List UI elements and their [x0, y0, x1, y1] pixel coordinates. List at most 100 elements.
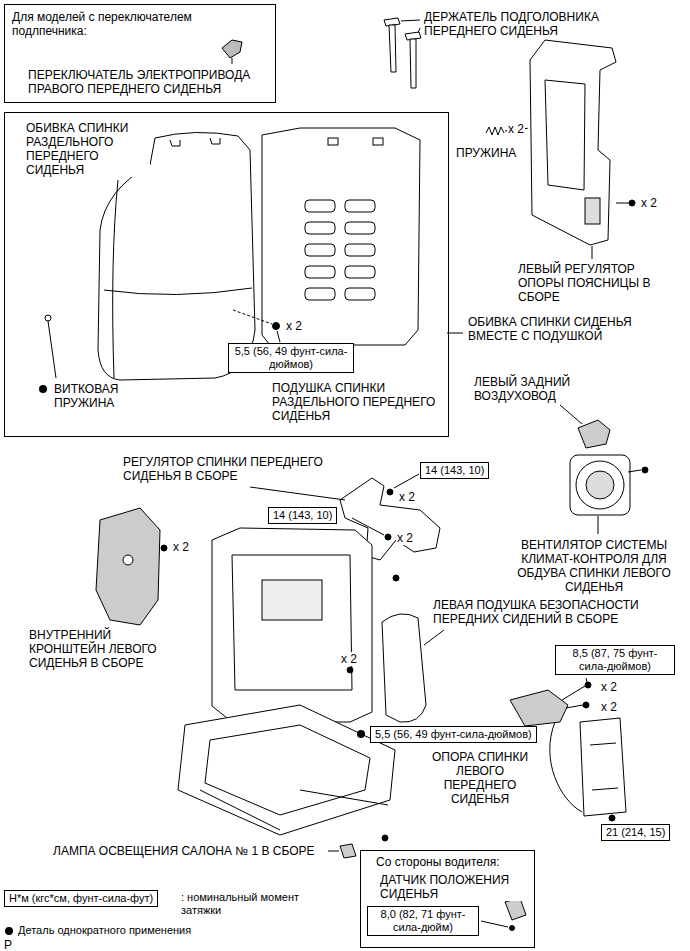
- part-label: ОПОРА СПИНКИ ЛЕВОГО ПЕРЕДНЕГО СИДЕНЬЯ: [425, 750, 535, 806]
- bolt: [609, 815, 615, 821]
- part-label: x 2: [396, 531, 414, 545]
- leader-line: [616, 203, 629, 204]
- text-slot: x 2: [600, 680, 618, 694]
- part-label: ДЕРЖАТЕЛЬ ПОДГОЛОВНИКА ПЕРЕДНЕГО СИДЕНЬЯ: [423, 10, 613, 38]
- text-slot: ОБИВКА СПИНКИ РАЗДЕЛЬНОГО ПЕРЕДНЕГО СИДЕ…: [25, 121, 150, 177]
- screw: [629, 200, 635, 206]
- part-label: P: [3, 938, 13, 951]
- part-label: ЛАМПА ОСВЕЩЕНИЯ САЛОНА № 1 В СБОРЕ: [52, 844, 316, 858]
- clip: [273, 323, 280, 330]
- pad-slot: [345, 266, 375, 278]
- part-label: Для моделей с переключателем подлпечника…: [11, 10, 221, 38]
- pad-slot: [305, 222, 335, 234]
- text-slot: x 2: [507, 122, 525, 136]
- leader-line: [250, 487, 345, 500]
- leader-line: [277, 331, 280, 342]
- seat-back-frame: [232, 555, 352, 690]
- leader-line: [447, 333, 463, 334]
- bolt: [393, 575, 399, 581]
- screw: [642, 467, 648, 473]
- air-duct: [578, 420, 610, 448]
- spring-symbol: [486, 127, 504, 135]
- cover-tab: [170, 140, 180, 146]
- cover-tab: [210, 138, 220, 144]
- text-slot: Со стороны водителя:: [375, 855, 500, 869]
- pad-slot: [345, 288, 375, 300]
- bracket-hole: [123, 555, 133, 565]
- bolt: [385, 534, 391, 540]
- text-slot: x 2: [398, 490, 416, 504]
- text-slot: x 2: [600, 700, 618, 714]
- pad-hole: [373, 138, 383, 145]
- headrest-support: [389, 25, 396, 72]
- lumbar-frame: [545, 80, 585, 190]
- text-slot: ВНУТРЕННИЙ КРОНШТЕЙН ЛЕВОГО СИДЕНЬЯ В СБ…: [28, 628, 168, 670]
- pad-slot: [305, 244, 335, 256]
- pad-slot: [345, 200, 375, 212]
- torque-value: 14 (143, 10): [269, 508, 336, 523]
- cable: [550, 722, 582, 812]
- part-label: x 2: [507, 122, 525, 136]
- group-box: Со стороны водителя:ДАТЧИК ПОЛОЖЕНИЯ СИД…: [360, 850, 535, 948]
- part-label: ЛЕВЫЙ РЕГУЛЯТОР ОПОРЫ ПОЯСНИЦЫ В СБОРЕ: [517, 262, 657, 304]
- pad-slot: [305, 200, 335, 212]
- screw: [382, 835, 388, 841]
- screw: [510, 926, 515, 931]
- interior-lamp: [340, 844, 356, 858]
- leader-line: [598, 516, 599, 534]
- part-label: Со стороны водителя:: [375, 855, 500, 869]
- part-label: ВИТКОВАЯ ПРУЖИНА: [53, 382, 148, 410]
- torque-value: 8,5 (87, 75 фунт-сила-дюймов): [556, 646, 674, 674]
- leader-line: [586, 678, 587, 682]
- single-use-mark: [5, 927, 13, 935]
- leader-line: [394, 474, 419, 488]
- seat-cushion-frame: [178, 705, 395, 835]
- text-slot: ПОДУШКА СПИНКИ РАЗДЕЛЬНОГО ПЕРЕДНЕГО СИД…: [271, 381, 445, 423]
- text-slot: ВЕНТИЛЯТОР СИСТЕМЫ КЛИМАТ-КОНТРОЛЯ ДЛЯ О…: [505, 538, 683, 594]
- seat-back-frame: [212, 528, 372, 722]
- legend-text: : номинальный момент затяжки: [180, 891, 320, 917]
- spring-loop: [45, 315, 51, 321]
- text-slot: ВИТКОВАЯ ПРУЖИНА: [53, 382, 148, 410]
- torque-value: 5,5 (56, 49 фунт-сила-дюймов): [229, 344, 353, 372]
- torque-box: 8,5 (87, 75 фунт-сила-дюймов): [555, 645, 675, 675]
- text-slot: x 2: [640, 196, 658, 210]
- text-slot: x 2: [396, 531, 414, 545]
- text-slot: x 2: [172, 540, 190, 554]
- torque-value: 21 (214, 15): [602, 825, 669, 840]
- leader-line: [233, 310, 272, 324]
- screw: [161, 545, 167, 551]
- part-label: x 2: [172, 540, 190, 554]
- leader-line: [401, 20, 420, 21]
- leader-line: [328, 851, 339, 852]
- text-slot: x 2: [285, 319, 303, 333]
- pad-hole: [328, 138, 338, 145]
- leader-line: [418, 28, 420, 33]
- part-label: ПЕРЕКЛЮЧАТЕЛЬ ЭЛЕКТРОПРИВОДА ПРАВОГО ПЕР…: [27, 68, 272, 96]
- lumbar-motor: [585, 198, 600, 224]
- single-use-mark: [357, 730, 365, 738]
- torque-box: 14 (143, 10): [420, 462, 489, 479]
- frame-mechanism: [262, 580, 322, 620]
- part-label: ЛЕВАЯ ПОДУШКА БЕЗОПАСНОСТИ ПЕРЕДНИХ СИДЕ…: [432, 598, 682, 626]
- seat-back-pad: [262, 128, 420, 345]
- leader-line: [481, 921, 508, 927]
- part-label: ПОДУШКА СПИНКИ РАЗДЕЛЬНОГО ПЕРЕДНЕГО СИД…: [271, 381, 445, 423]
- text-slot: : номинальный момент затяжки: [180, 891, 320, 917]
- seat-rail: [200, 790, 280, 830]
- torque-value: Н*м (кгс*см, фунт-сила-фут): [5, 891, 157, 906]
- inner-bracket: [96, 508, 160, 625]
- torque-box: Н*м (кгс*см, фунт-сила-фут): [4, 890, 158, 907]
- nut: [347, 667, 353, 673]
- leader-line: [48, 321, 56, 378]
- part-label: ОБИВКА СПИНКИ РАЗДЕЛЬНОГО ПЕРЕДНЕГО СИДЕ…: [25, 121, 150, 177]
- torque-box: 5,5 (56, 49 фунт-сила-дюймов): [370, 726, 537, 743]
- part-label: x 2: [340, 652, 358, 666]
- part-label: x 2: [398, 490, 416, 504]
- leader-line: [232, 58, 233, 64]
- text-slot: ОБИВКА СПИНКИ СИДЕНЬЯ ВМЕСТЕ С ПОДУШКОЙ: [467, 315, 682, 343]
- text-slot: ДЕРЖАТЕЛЬ ПОДГОЛОВНИКА ПЕРЕДНЕГО СИДЕНЬЯ: [423, 10, 613, 38]
- fan-hub: [586, 471, 614, 499]
- torque-value: 8,0 (82, 71 фунт-сила-дюйм): [368, 907, 478, 935]
